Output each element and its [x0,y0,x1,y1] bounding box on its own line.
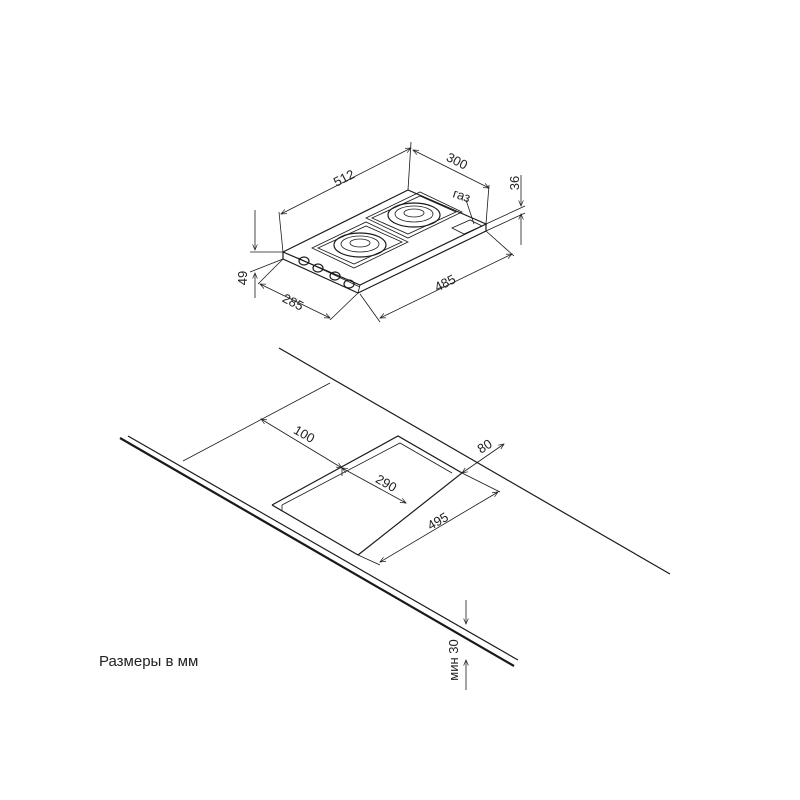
countertop-back-edge [278,347,671,575]
dim-front-depth: 285 [280,290,306,313]
knob [298,256,310,266]
dim-cut-length: 495 [425,509,451,533]
countertop-drawing [119,347,671,690]
gas-connection [451,219,483,235]
rear-burner [365,191,463,239]
front-burner [311,221,409,269]
dim-glass-height: 36 [507,176,522,190]
hob-top-surface [281,189,488,286]
knob [343,279,355,289]
units-caption: Размеры в мм [99,653,199,670]
gas-label: газ [451,186,472,206]
dim-width: 300 [444,149,470,172]
dim-total-height: 49 [235,271,250,285]
dim-rear-gap: 80 [475,436,495,456]
hob-drawing [281,189,488,294]
knob [312,263,324,273]
countertop-side-line [182,382,331,462]
hob-dimensions: 512 300 36 газ 49 285 485 [235,141,526,323]
control-knobs [298,256,355,289]
knob [329,271,341,281]
dim-cut-width: 290 [373,471,399,495]
dim-front-length: 485 [432,271,458,294]
cutout-hole [271,435,464,556]
countertop-front-edge [119,437,515,667]
dim-min-thickness: мин 30 [446,639,461,680]
cutout-dimensions: 100 80 290 495 мин 30 [261,419,504,681]
dim-length: 512 [331,166,357,189]
dim-offset: 100 [291,422,317,446]
